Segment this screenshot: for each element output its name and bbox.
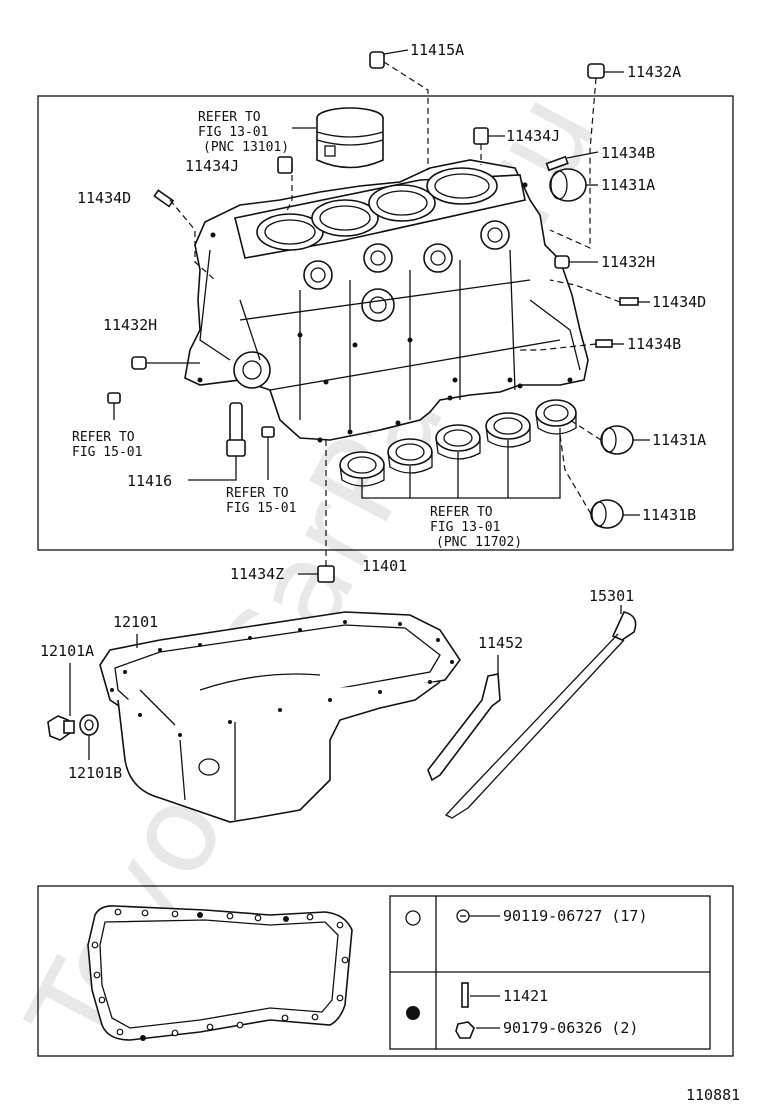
cup-plug-11431A-top[interactable] (549, 168, 587, 202)
refer-bearing-3: (PNC 11702) (436, 535, 522, 550)
legend-bolt-part: 90119-06727 (17) (503, 907, 648, 925)
label-11432H-left: 11432H (103, 316, 157, 334)
stud-icon (461, 982, 469, 1008)
pin-11434B-right[interactable] (595, 339, 613, 348)
legend-nut-part: 90179-06326 (2) (503, 1019, 638, 1037)
pin-11434D-left[interactable] (153, 189, 175, 208)
cup-plug-11431A-right[interactable] (600, 425, 634, 455)
label-12101B: 12101B (68, 764, 122, 782)
label-11452: 11452 (478, 634, 523, 652)
cup-plug-11431B[interactable] (590, 499, 624, 529)
label-15301: 15301 (589, 587, 634, 605)
cylinder-block[interactable] (184, 159, 589, 443)
refer-piston-1: REFER TO (198, 110, 261, 125)
refer-center-1: REFER TO (226, 486, 289, 501)
bearing-set[interactable] (339, 399, 577, 487)
plug-11432H-right[interactable] (554, 255, 570, 269)
label-11434D-right: 11434D (652, 293, 706, 311)
label-11434Z: 11434Z (230, 565, 284, 583)
refer-bearing-1: REFER TO (430, 505, 493, 520)
union-11416[interactable] (226, 402, 246, 457)
pin-left-refer[interactable] (107, 392, 121, 404)
refer-left-1: REFER TO (72, 430, 135, 445)
label-11434J-top: 11434J (506, 127, 560, 145)
label-11431A-top: 11431A (601, 176, 655, 194)
piston[interactable] (316, 107, 384, 169)
label-11431A-right: 11431A (652, 431, 706, 449)
gasket-12101B[interactable] (79, 714, 99, 736)
pin-11434J-left[interactable] (277, 156, 293, 174)
pin-11434Z[interactable] (317, 565, 335, 583)
drain-plug-12101A[interactable] (47, 715, 75, 741)
refer-left-2: FIG 15-01 (72, 445, 142, 460)
label-12101: 12101 (113, 613, 158, 631)
pin-11434B-top[interactable] (545, 155, 569, 172)
labels-pan: 12101 12101A 12101B 11452 15301 (40, 587, 634, 782)
label-11434B-right: 11434B (627, 335, 681, 353)
label-11434B-top: 11434B (601, 144, 655, 162)
label-11434D-left: 11434D (77, 189, 131, 207)
refer-bearing-2: FIG 13-01 (430, 520, 500, 535)
legend-table: 90119-06727 (17) 11421 90179-06326 (2) (389, 895, 711, 1050)
label-11432A: 11432A (627, 63, 681, 81)
label-11415A: 11415A (410, 41, 464, 59)
label-11401: 11401 (362, 557, 407, 575)
legend-stud-part: 11421 (503, 987, 548, 1005)
oil-pan[interactable] (99, 611, 461, 823)
label-11434J-left: 11434J (185, 157, 239, 175)
pin-11434D-right[interactable] (619, 297, 639, 306)
leader-lines-block (113, 49, 650, 575)
filled-circle-icon (406, 1006, 420, 1020)
plug-11432H-left[interactable] (131, 356, 147, 370)
label-11432H-right: 11432H (601, 253, 655, 271)
dipstick-15301[interactable] (444, 611, 637, 819)
label-11431B: 11431B (642, 506, 696, 524)
diagram-id: 110881 (686, 1086, 740, 1104)
open-circle-icon (405, 910, 421, 926)
labels-block: 11415A 11432A 11434J 11434B 11431A REFER… (72, 41, 706, 583)
inset-frame (37, 885, 734, 1057)
dipstick-guide-11452[interactable] (427, 673, 501, 782)
pin-center-refer[interactable] (261, 426, 275, 438)
refer-piston-2: FIG 13-01 (198, 125, 268, 140)
block-frame (37, 95, 734, 551)
plug-11432A[interactable] (587, 63, 605, 79)
pan-bolt-pattern[interactable] (87, 905, 353, 1041)
leader-lines-pan (69, 605, 622, 760)
plug-11415A[interactable] (369, 51, 385, 69)
pin-11434J-top[interactable] (473, 127, 489, 145)
label-11416: 11416 (127, 472, 172, 490)
refer-center-2: FIG 15-01 (226, 501, 296, 516)
nut-icon (455, 1021, 475, 1039)
refer-piston-3: (PNC 13101) (203, 140, 289, 155)
label-12101A: 12101A (40, 642, 94, 660)
